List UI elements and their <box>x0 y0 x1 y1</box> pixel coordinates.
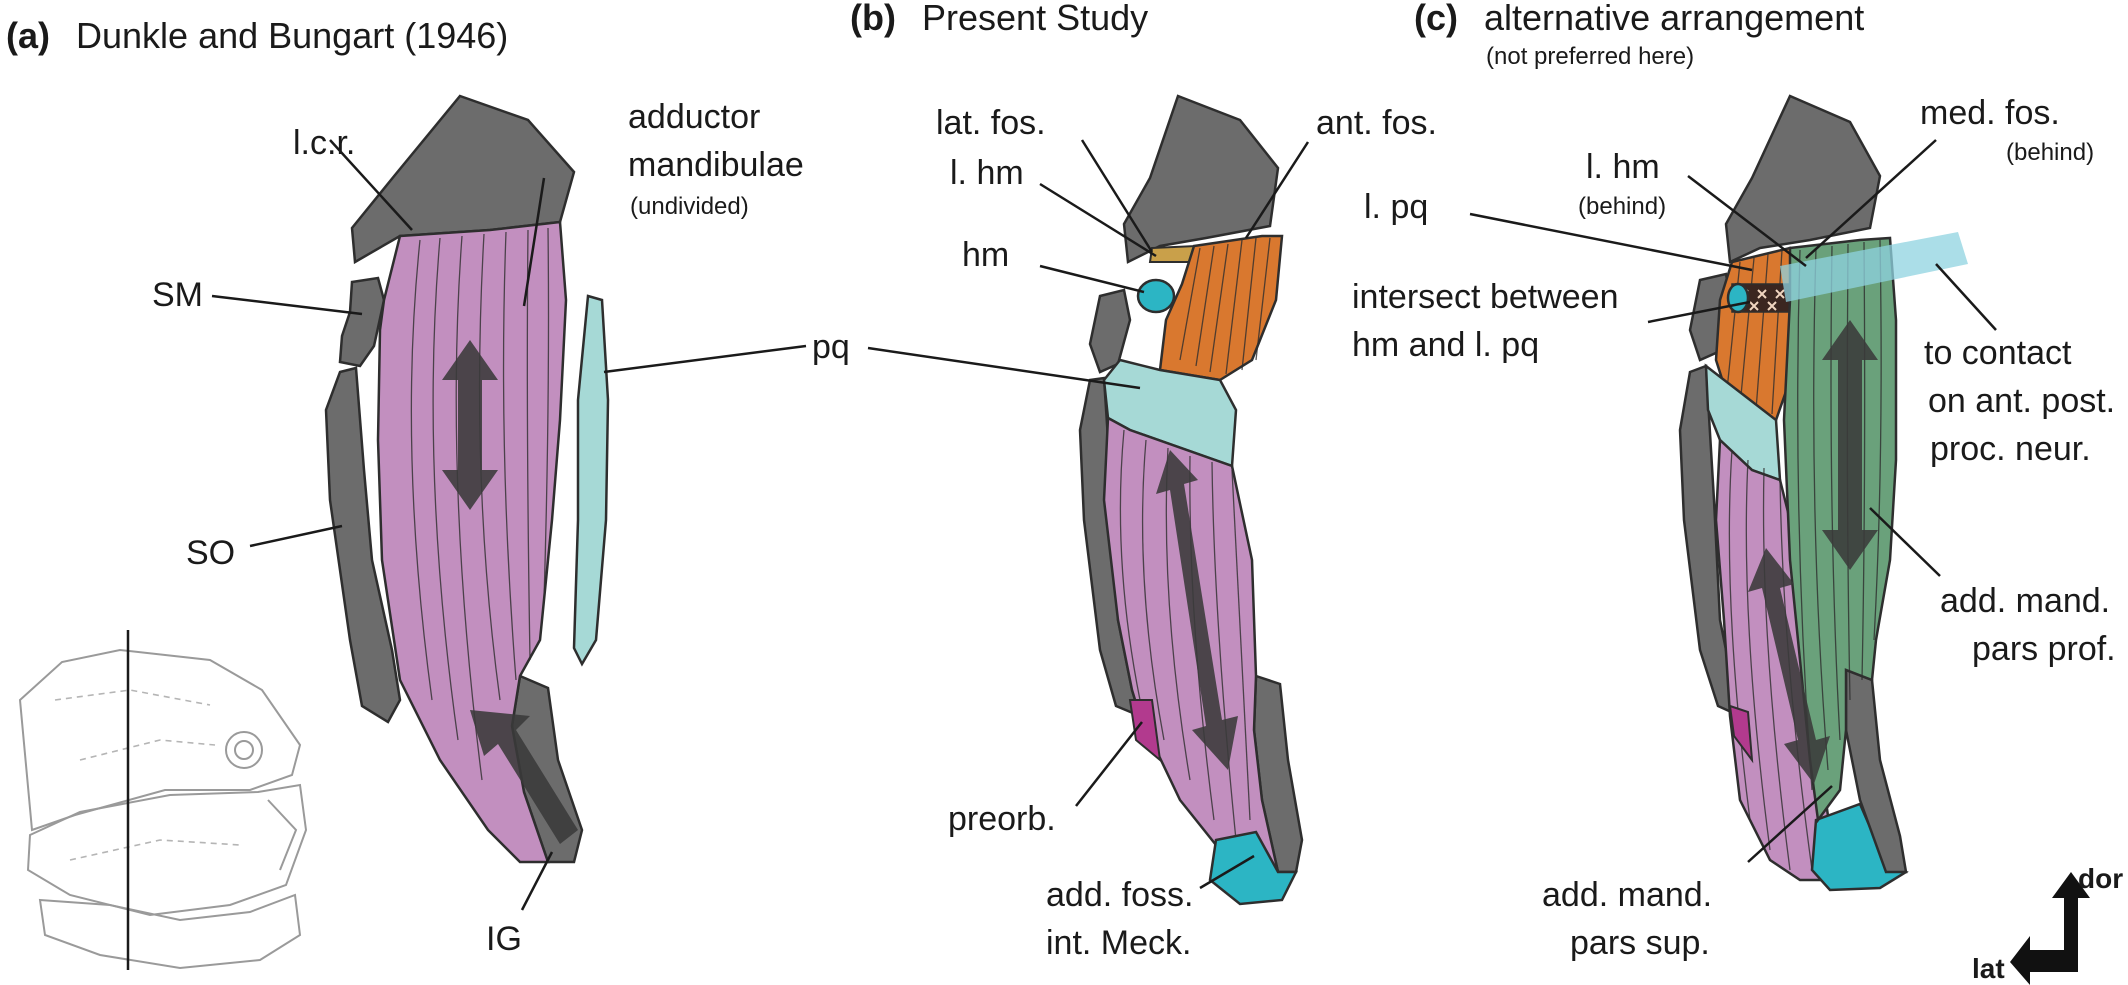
skull-roof-bone-c <box>1724 94 1882 264</box>
panel-b-letter: (b) <box>850 0 896 38</box>
label-add-foss-1: add. foss. <box>1046 876 1193 914</box>
orientation-arrow-icon <box>2010 872 2090 985</box>
sm-bone <box>338 276 386 368</box>
hyomandibula-b <box>1136 278 1176 314</box>
label-contact-2: on ant. post. <box>1928 382 2115 420</box>
label-preorb: preorb. <box>948 800 1056 838</box>
hyomandibula-c <box>1726 282 1750 314</box>
label-sm: SM <box>152 276 203 314</box>
label-l-hm-note: (behind) <box>1578 193 1666 220</box>
label-lat-fos: lat. fos. <box>936 104 1046 142</box>
leader-med-fos <box>1805 139 1937 259</box>
panel-b: (b) Present Study <box>850 0 1437 962</box>
leader-pq <box>603 344 807 374</box>
double-arrow-c-prof <box>1822 320 1878 570</box>
panel-a-letter: (a) <box>6 15 50 56</box>
label-ant-fos: ant. fos. <box>1316 104 1437 142</box>
label-med-fos: med. fos. <box>1920 94 2060 132</box>
label-contact-3: proc. neur. <box>1930 430 2091 468</box>
leader-lat-fos <box>1080 139 1154 253</box>
label-l-hm-c: l. hm <box>1586 148 1660 186</box>
label-lcr: l.c.r. <box>293 124 355 162</box>
leader-preorb <box>1075 721 1143 807</box>
adductor-mandibulae-muscle <box>376 220 568 864</box>
sm-bone-b <box>1088 288 1132 374</box>
leader-ig <box>520 851 554 911</box>
double-arrow-b <box>1156 450 1238 770</box>
skull-inset-illustration <box>18 630 308 970</box>
label-add-foss-2: int. Meck. <box>1046 924 1191 962</box>
leader-lcr <box>329 139 413 231</box>
preorbital-area-b <box>1128 699 1162 763</box>
panel-a: (a) Dunkle and Bungart (1946) <box>6 15 850 970</box>
panel-c-letter: (c) <box>1414 0 1458 38</box>
label-ig: IG <box>486 920 522 958</box>
leader-pars-sup <box>1747 785 1833 863</box>
label-intersect-2: hm and l. pq <box>1352 326 1539 364</box>
so-bone <box>324 366 402 724</box>
leader-adductor <box>522 177 546 307</box>
leader-l-pq <box>1469 212 1753 272</box>
label-adductor-2: mandibulae <box>628 146 804 184</box>
label-l-pq: l. pq <box>1364 188 1428 226</box>
levator-muscle-b <box>1158 234 1284 382</box>
panel-b-title: Present Study <box>922 0 1148 38</box>
orientation-indicator: dor lat <box>1972 863 2123 985</box>
label-hm: hm <box>962 236 1009 274</box>
leader-so <box>249 524 343 548</box>
adductor-fossa-b <box>1208 830 1299 906</box>
orientation-dor-label: dor <box>2078 863 2123 894</box>
label-pq: pq <box>812 328 850 366</box>
label-pars-sup-1: add. mand. <box>1542 876 1712 914</box>
panel-c: (c) alternative arrangement (not preferr… <box>1352 0 2116 962</box>
label-adductor-note: (undivided) <box>630 193 749 220</box>
leader-l-hm-c <box>1687 175 1807 267</box>
leader-hm <box>1039 264 1145 294</box>
leader-ant-fos <box>1244 141 1310 239</box>
label-l-hm-b: l. hm <box>950 154 1024 192</box>
label-pars-prof-1: add. mand. <box>1940 582 2110 620</box>
leader-contact <box>1935 263 1997 331</box>
double-arrow-a <box>442 340 498 510</box>
double-arrow-c-sup <box>1748 548 1830 784</box>
preorbital-area-c <box>1728 704 1754 764</box>
leader-l-hm-b <box>1039 182 1157 258</box>
leader-add-foss <box>1199 854 1255 890</box>
pq-cartilage-a <box>572 294 610 667</box>
leader-pq-b <box>867 346 1141 390</box>
levator-fibers-b <box>1179 237 1271 375</box>
intersect-marks <box>1739 289 1785 311</box>
panel-a-title: Dunkle and Bungart (1946) <box>76 15 508 56</box>
ig-bone-c <box>1844 668 1908 874</box>
label-med-fos-note: (behind) <box>2006 139 2094 166</box>
panel-c-title: alternative arrangement <box>1484 0 1864 38</box>
leader-intersect <box>1647 300 1751 324</box>
diagonal-arrow-a <box>470 710 578 844</box>
orientation-lat-label: lat <box>1972 953 2005 984</box>
leader-sm <box>211 294 363 316</box>
contact-band <box>1780 232 1968 302</box>
skull-roof-bone-b <box>1122 94 1280 264</box>
panel-c-subtitle: (not preferred here) <box>1486 43 1694 70</box>
leader-pars-prof <box>1869 507 1941 577</box>
label-pars-sup-2: pars sup. <box>1570 924 1710 962</box>
label-adductor-1: adductor <box>628 98 760 136</box>
label-so: SO <box>186 534 235 572</box>
label-pars-prof-2: pars prof. <box>1972 630 2116 668</box>
label-contact-1: to contact <box>1924 334 2072 372</box>
label-intersect-1: intersect between <box>1352 278 1619 316</box>
